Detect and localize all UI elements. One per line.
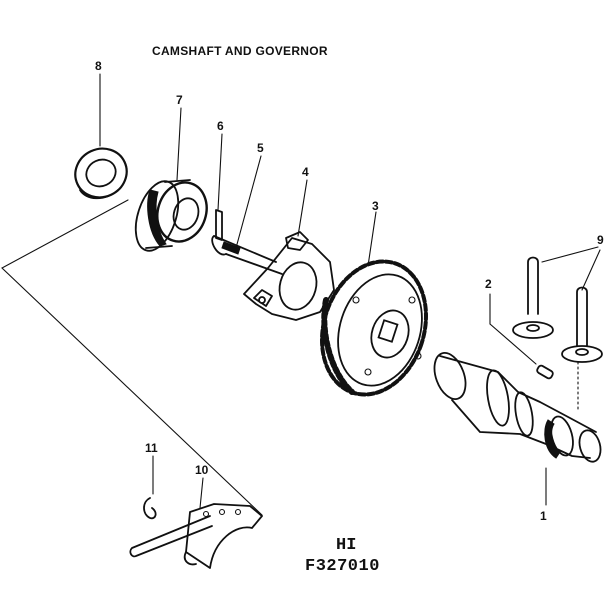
diagram-title: CAMSHAFT AND GOVERNOR: [152, 44, 328, 58]
callout-6: 6: [217, 119, 224, 133]
callout-1: 1: [540, 509, 547, 523]
part-2-key: [536, 364, 554, 380]
part-1-camshaft: [433, 352, 602, 463]
part-7-governor-sleeve: [134, 179, 208, 252]
callout-8: 8: [95, 59, 102, 73]
callout-3: 3: [372, 199, 379, 213]
leader-lines: [99, 73, 601, 509]
part-9-tappets: [512, 256, 603, 413]
callout-2: 2: [485, 277, 492, 291]
callout-11: 11: [145, 441, 158, 455]
diagram-code-line-1: HI: [336, 536, 357, 555]
diagram-part-number: F327010: [305, 557, 380, 576]
callout-4: 4: [302, 165, 309, 179]
part-10-governor-fork: [129, 503, 263, 569]
part-8-washer: [74, 147, 128, 200]
part-3-cam-gear: [320, 259, 428, 397]
callout-9: 9: [597, 233, 604, 247]
part-6-pin: [215, 209, 223, 241]
part-11-clip: [143, 497, 157, 520]
callout-10: 10: [195, 463, 209, 477]
part-5-governor-shaft: [211, 235, 283, 275]
callout-7: 7: [176, 93, 183, 107]
callout-5: 5: [257, 141, 264, 155]
grouping-line: [1, 199, 263, 516]
part-4-flyweight-carrier: [243, 231, 335, 321]
